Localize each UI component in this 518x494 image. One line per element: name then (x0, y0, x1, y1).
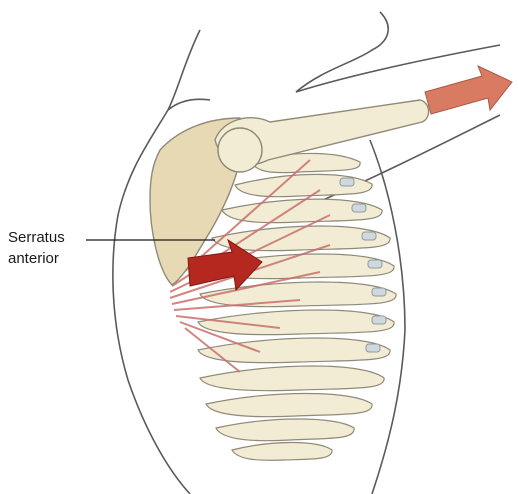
cartilage (362, 232, 376, 240)
rib (216, 419, 354, 441)
rib (206, 394, 372, 417)
rib (200, 366, 384, 391)
cartilage (366, 344, 380, 352)
shoulder-outline (168, 99, 210, 110)
cartilage (372, 316, 386, 324)
cartilage (368, 260, 382, 268)
arm-motion-arrow (425, 66, 512, 114)
callout-label-line1: Serratus (8, 228, 65, 248)
rib (232, 443, 332, 461)
neck-outline (296, 12, 388, 92)
callout-label-line2: anterior (8, 249, 59, 269)
humeral-head (218, 128, 262, 172)
cartilage (340, 178, 354, 186)
rib-cage (198, 153, 396, 460)
rib (198, 338, 390, 363)
rib (200, 282, 396, 307)
cartilage (372, 288, 386, 296)
cartilage (352, 204, 366, 212)
